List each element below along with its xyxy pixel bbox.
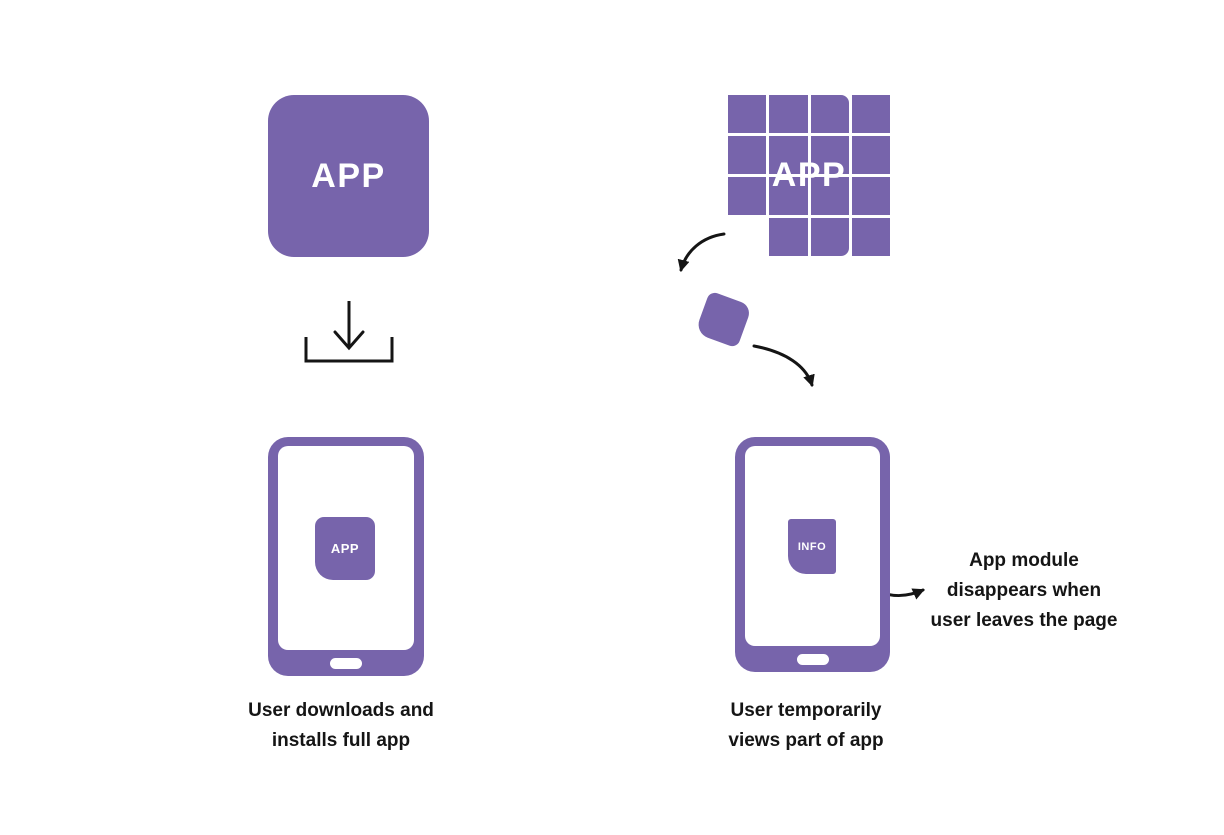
tablet-left: APP (268, 437, 424, 676)
caption-right-line-1: User temporarily (730, 700, 882, 721)
app-grid-tile (851, 177, 890, 215)
annotation-line-2: disappears when (946, 580, 1102, 601)
tablet-left-screen: APP (278, 446, 414, 650)
info-module: INFO (788, 519, 836, 574)
caption-right-line-2: views part of app (728, 730, 884, 751)
app-grid-tile (728, 136, 767, 174)
app-grid-tile (769, 136, 808, 174)
caption-left: User downloads and installs full app (201, 696, 481, 756)
installed-app-module: APP (315, 517, 375, 580)
annotation-line-3: user leaves the page (930, 610, 1118, 631)
app-grid-tile (769, 177, 808, 215)
app-grid-tile (769, 95, 808, 133)
full-app-label: APP (311, 156, 386, 195)
tablet-right-home-button (796, 654, 829, 665)
full-app-box: APP (268, 95, 429, 257)
app-grid-tile (810, 95, 849, 133)
installed-app-module-label: APP (330, 541, 360, 556)
app-grid-tile (851, 95, 890, 133)
caption-left-line-1: User downloads and (248, 700, 434, 721)
caption-right: User temporarily views part of app (666, 696, 946, 756)
download-icon (304, 301, 394, 363)
annotation-line-1: App module (969, 550, 1079, 571)
info-module-label: INFO (797, 540, 827, 553)
detached-module-tile (694, 290, 753, 349)
app-grid-tile (810, 136, 849, 174)
curved-arrow-module-to-device-icon (752, 344, 815, 387)
app-grid-tile (851, 136, 890, 174)
tablet-right: INFO (735, 437, 890, 672)
curved-arrow-grid-to-module-icon (677, 232, 726, 272)
tablet-left-home-button (330, 658, 362, 669)
annotation-module-disappears: App module disappears when user leaves t… (894, 546, 1154, 636)
app-grid-tile (728, 177, 767, 215)
app-grid-label-wrap: APP (728, 95, 890, 256)
app-grid-tile (728, 95, 767, 133)
app-grid-tile (851, 218, 890, 256)
app-grid-tile (769, 218, 808, 256)
app-grid-label: APP (771, 156, 847, 194)
caption-left-line-2: installs full app (271, 730, 411, 751)
app-grid-tile (810, 177, 849, 215)
app-grid: APP (728, 95, 890, 256)
tablet-right-screen: INFO (745, 446, 880, 646)
app-grid-tile (810, 218, 849, 256)
